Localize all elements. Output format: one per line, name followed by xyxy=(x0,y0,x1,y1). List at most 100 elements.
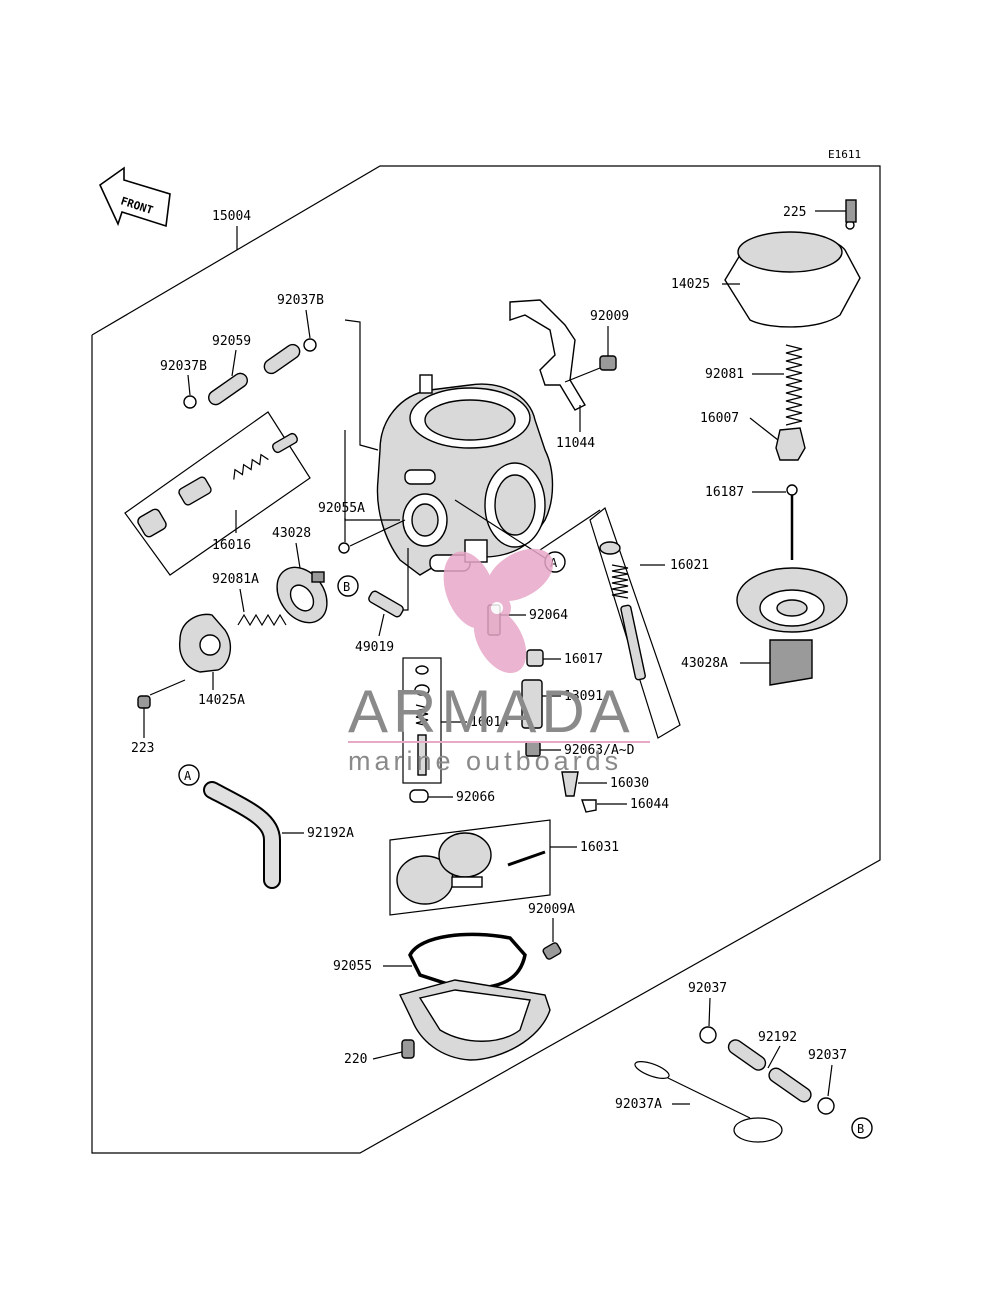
front-arrow-icon: FRONT xyxy=(98,166,171,228)
part-label: 43028 xyxy=(272,526,311,541)
parts-group-box xyxy=(389,819,551,916)
watermark-tagline: marine outboards xyxy=(348,746,622,776)
spring-icon xyxy=(415,704,429,727)
part-label: 16016 xyxy=(212,538,251,553)
part-label: 16007 xyxy=(700,411,739,426)
part-label: 16187 xyxy=(705,485,744,500)
carburetor-body-icon xyxy=(376,374,554,576)
part-label: 15004 xyxy=(212,209,251,224)
watermark-logo-icon xyxy=(443,548,554,674)
spring-icon xyxy=(237,613,287,627)
part-label: 92064 xyxy=(529,608,568,623)
diaphragm-icon xyxy=(276,566,328,624)
clip-icon xyxy=(581,799,597,813)
cap-icon xyxy=(409,789,429,803)
clip-icon xyxy=(183,395,197,409)
part-label: 16031 xyxy=(580,840,619,855)
hose-icon xyxy=(727,1039,767,1071)
leader-line xyxy=(539,509,601,551)
plug-icon xyxy=(137,508,167,538)
part-label: 16017 xyxy=(564,652,603,667)
part-label: 92009A xyxy=(528,902,575,917)
o-ring-icon xyxy=(415,665,429,675)
leader-line xyxy=(454,499,546,559)
part-label: 11044 xyxy=(556,436,595,451)
part-label: 92066 xyxy=(456,790,495,805)
part-label: 92059 xyxy=(212,334,251,349)
float-bowl-icon xyxy=(399,979,551,1061)
part-label: 92037B xyxy=(160,359,207,374)
part-label: 92192 xyxy=(758,1030,797,1045)
clip-icon xyxy=(303,338,317,352)
svg-text:B: B xyxy=(343,580,350,594)
accelerator-cover-icon xyxy=(178,613,232,673)
part-label: 223 xyxy=(131,741,154,756)
screw-icon xyxy=(599,355,617,371)
leader-line xyxy=(349,519,406,547)
part-label: 92037B xyxy=(277,293,324,308)
strap-icon xyxy=(634,1061,783,1143)
clip-icon xyxy=(817,1097,835,1115)
vacuum-piston-icon xyxy=(736,567,848,686)
part-label: 225 xyxy=(783,205,806,220)
part-label: 14025 xyxy=(671,277,710,292)
assembly-outline xyxy=(91,165,881,1154)
drain-screw-icon xyxy=(542,942,562,960)
bowl-gasket-icon xyxy=(408,932,527,990)
float-icon xyxy=(438,832,492,878)
float-valve-icon xyxy=(561,771,579,797)
hose-icon xyxy=(263,343,301,375)
spring-icon xyxy=(785,344,803,426)
screw-icon xyxy=(178,476,212,506)
part-label: 92063/A~D xyxy=(564,743,635,758)
callout-a-hose: A xyxy=(178,764,200,786)
part-label: 16044 xyxy=(630,797,669,812)
watermark-brand: ARMADA xyxy=(348,678,635,745)
needle-holder-icon xyxy=(775,427,806,461)
part-label: 92037 xyxy=(808,1048,847,1063)
callout-b-bottom: B xyxy=(851,1117,873,1139)
washer-icon xyxy=(414,684,430,696)
part-label: 92055A xyxy=(318,501,365,516)
diagram-code: E1611 xyxy=(828,148,861,161)
hose-icon xyxy=(208,372,248,406)
spring-icon xyxy=(233,453,269,480)
jet-icon xyxy=(526,649,544,667)
part-label: 92192A xyxy=(307,826,354,841)
part-label: 16021 xyxy=(670,558,709,573)
leader-line xyxy=(149,679,186,696)
part-label: 220 xyxy=(344,1052,367,1067)
part-label: 13091 xyxy=(564,689,603,704)
float-arm-icon xyxy=(451,876,483,888)
part-label: 14025A xyxy=(198,693,245,708)
part-label: 92081A xyxy=(212,572,259,587)
part-label: 16014 xyxy=(470,715,509,730)
part-label: 49019 xyxy=(355,640,394,655)
svg-text:A: A xyxy=(184,769,192,783)
bracket-icon xyxy=(509,299,586,411)
callout-b-mid: B xyxy=(337,575,359,597)
parts-group-box xyxy=(402,657,442,784)
float-pin-icon xyxy=(507,850,546,867)
part-label: 92009 xyxy=(590,309,629,324)
top-cover-icon xyxy=(724,199,861,328)
part-label: 16030 xyxy=(610,776,649,791)
rod-icon xyxy=(368,590,404,618)
part-label: 92055 xyxy=(333,959,372,974)
part-label: 92081 xyxy=(705,367,744,382)
needle-jet-icon xyxy=(521,679,543,729)
part-label: 92037A xyxy=(615,1097,662,1112)
washer-icon xyxy=(599,541,621,555)
screw-icon xyxy=(137,695,151,709)
svg-text:A: A xyxy=(550,556,558,570)
screw-icon xyxy=(417,734,427,776)
svg-text:B: B xyxy=(857,1122,864,1136)
part-label: 92037 xyxy=(688,981,727,996)
o-ring-icon xyxy=(338,542,350,554)
spring-icon xyxy=(611,564,629,599)
screw-icon xyxy=(845,199,857,223)
screw-icon xyxy=(401,1039,415,1059)
parts-group-box xyxy=(124,411,311,576)
leader-line xyxy=(344,319,379,451)
